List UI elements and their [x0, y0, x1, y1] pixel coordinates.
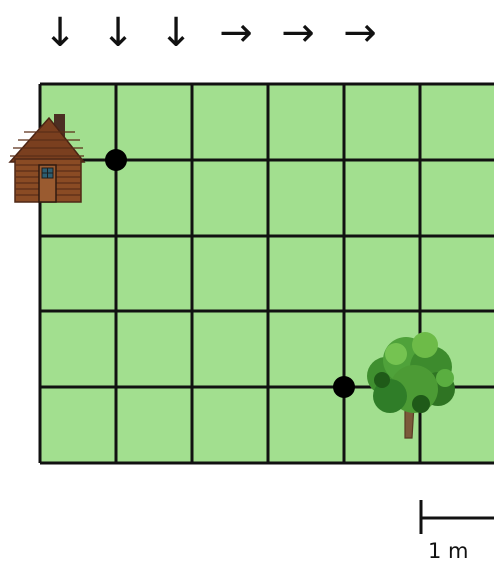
tree-shadow	[374, 372, 390, 388]
tree-shadow	[412, 395, 430, 413]
marker-dot	[105, 149, 127, 171]
tree-highlight	[385, 343, 407, 365]
marker-dot	[333, 376, 355, 398]
scale-bar: 1 m	[421, 500, 494, 563]
tree-highlight	[412, 332, 438, 358]
tree-highlight	[436, 369, 454, 387]
scale-label: 1 m	[428, 539, 469, 563]
